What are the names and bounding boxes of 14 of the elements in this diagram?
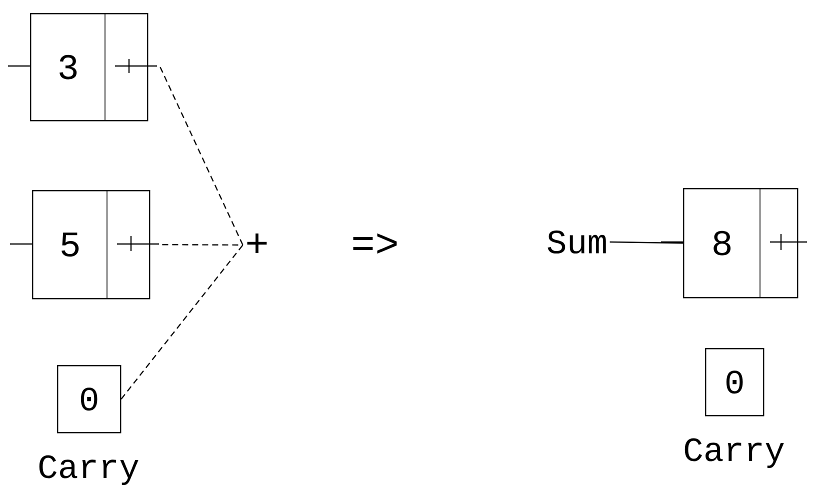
text-label: Sum: [548, 230, 606, 254]
carry-box: 0: [57, 365, 122, 434]
connector-line: [120, 244, 244, 400]
list-node-box: 3: [8, 12, 158, 122]
connector-line: [160, 66, 244, 246]
carry-box: 0: [705, 348, 764, 416]
implies-sign: =>: [353, 233, 397, 254]
caption-label: Carry: [39, 455, 138, 485]
operator-symbol: +: [247, 233, 267, 254]
connector-line: [162, 244, 243, 246]
connector-line: [610, 241, 684, 244]
caption-label: Carry: [684, 438, 784, 468]
list-node-box: 5: [10, 190, 160, 300]
list-node-box: 8: [661, 188, 808, 298]
